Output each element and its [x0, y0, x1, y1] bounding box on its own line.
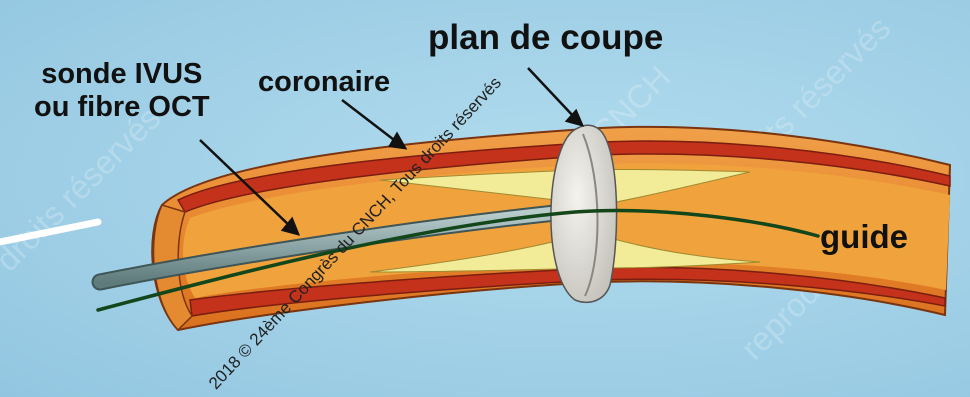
arrow-coronary — [342, 100, 405, 148]
label-guide: guide — [820, 218, 908, 256]
arrow-plane — [528, 68, 582, 125]
pointer-line — [0, 222, 98, 242]
label-coronary: coronaire — [258, 66, 390, 99]
label-cutting-plane: plan de coupe — [428, 18, 663, 58]
label-probe: sonde IVUS ou fibre OCT — [34, 58, 210, 125]
